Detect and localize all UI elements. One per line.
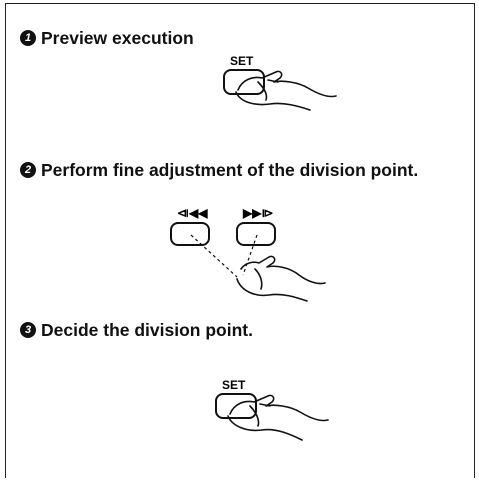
set-button-press-illustration: SET [215, 378, 329, 441]
set-button-press-illustration: SET [223, 54, 337, 111]
step-number-badge: 2 [20, 162, 36, 178]
step-1: 1 Preview execution [20, 28, 194, 48]
pointer-path-left [190, 234, 238, 278]
skip-forward-glyph: ▶▶⧐ [242, 206, 273, 220]
step-3: 3 Decide the division point. [20, 320, 253, 340]
step-text: Decide the division point. [41, 320, 253, 340]
skip-back-glyph: ⧏◀◀ [177, 206, 208, 220]
step-text: Preview execution [41, 28, 194, 48]
step-2: 2 Perform fine adjustment of the divisio… [20, 160, 470, 180]
set-key-label: SET [222, 378, 246, 392]
skip-buttons-illustration: ⧏◀◀ ▶▶⧐ [170, 206, 326, 302]
hand-icon [227, 394, 329, 441]
step-number-badge: 1 [20, 30, 36, 46]
pointer-path-right [242, 234, 258, 276]
hand-icon [235, 70, 337, 111]
skip-forward-key [236, 222, 276, 246]
step-text: Perform fine adjustment of the division … [41, 160, 419, 180]
step-number-badge: 3 [20, 322, 36, 338]
hand-icon [236, 255, 326, 302]
skip-back-key [170, 222, 210, 246]
instruction-panel [5, 3, 475, 478]
set-key-label: SET [230, 54, 254, 68]
